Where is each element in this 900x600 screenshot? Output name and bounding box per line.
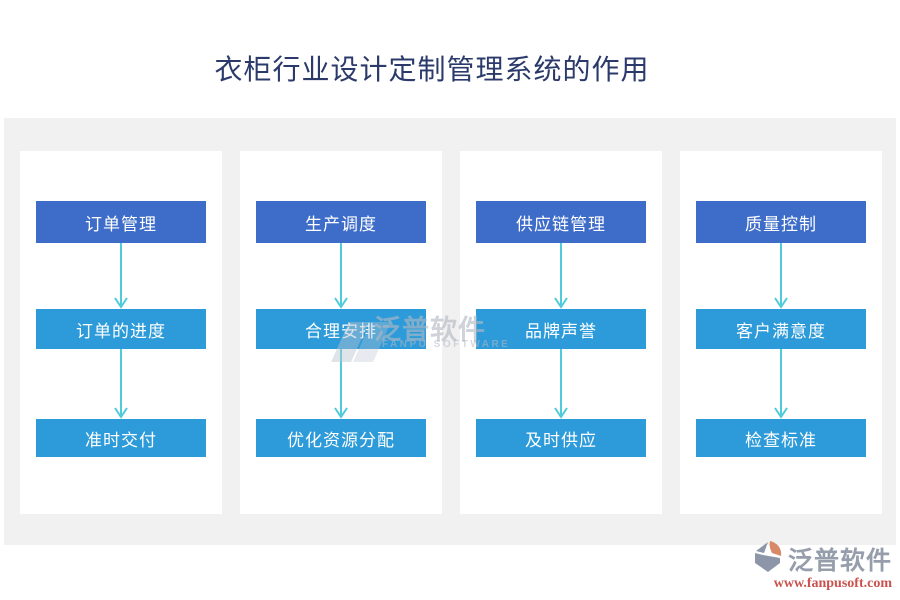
flow-box: 客户满意度	[696, 309, 866, 349]
fanpu-logo-icon	[752, 539, 784, 578]
flow-box: 生产调度	[256, 201, 426, 243]
flow-box: 订单管理	[36, 201, 206, 243]
down-arrow-icon	[696, 243, 866, 309]
flow-box: 及时供应	[476, 419, 646, 457]
down-arrow-icon	[696, 349, 866, 419]
footer-url: www.fanpusoft.com	[773, 576, 892, 591]
footer-logo: 泛普软件 www.fanpusoft.com	[752, 539, 892, 592]
footer-brand: 泛普软件	[787, 547, 892, 575]
flow-panel: 订单管理 订单的进度 准时交付 生产调度 合理安排 优化资源分配 供应链管理 品…	[4, 118, 896, 545]
flow-box: 品牌声誉	[476, 309, 646, 349]
flow-box: 订单的进度	[36, 309, 206, 349]
down-arrow-icon	[256, 243, 426, 309]
flow-column-supply-chain: 供应链管理 品牌声誉 及时供应	[460, 151, 662, 514]
flow-box: 合理安排	[256, 309, 426, 349]
down-arrow-icon	[476, 243, 646, 309]
down-arrow-icon	[476, 349, 646, 419]
flow-column-quality: 质量控制 客户满意度 检查标准	[680, 151, 882, 514]
flow-box: 检查标准	[696, 419, 866, 457]
flow-box: 供应链管理	[476, 201, 646, 243]
down-arrow-icon	[36, 243, 206, 309]
flow-column-production: 生产调度 合理安排 优化资源分配	[240, 151, 442, 514]
flow-column-orders: 订单管理 订单的进度 准时交付	[20, 151, 222, 514]
page-title: 衣柜行业设计定制管理系统的作用	[214, 55, 650, 86]
down-arrow-icon	[256, 349, 426, 419]
flow-box: 准时交付	[36, 419, 206, 457]
flow-box: 优化资源分配	[256, 419, 426, 457]
flow-box: 质量控制	[696, 201, 866, 243]
down-arrow-icon	[36, 349, 206, 419]
